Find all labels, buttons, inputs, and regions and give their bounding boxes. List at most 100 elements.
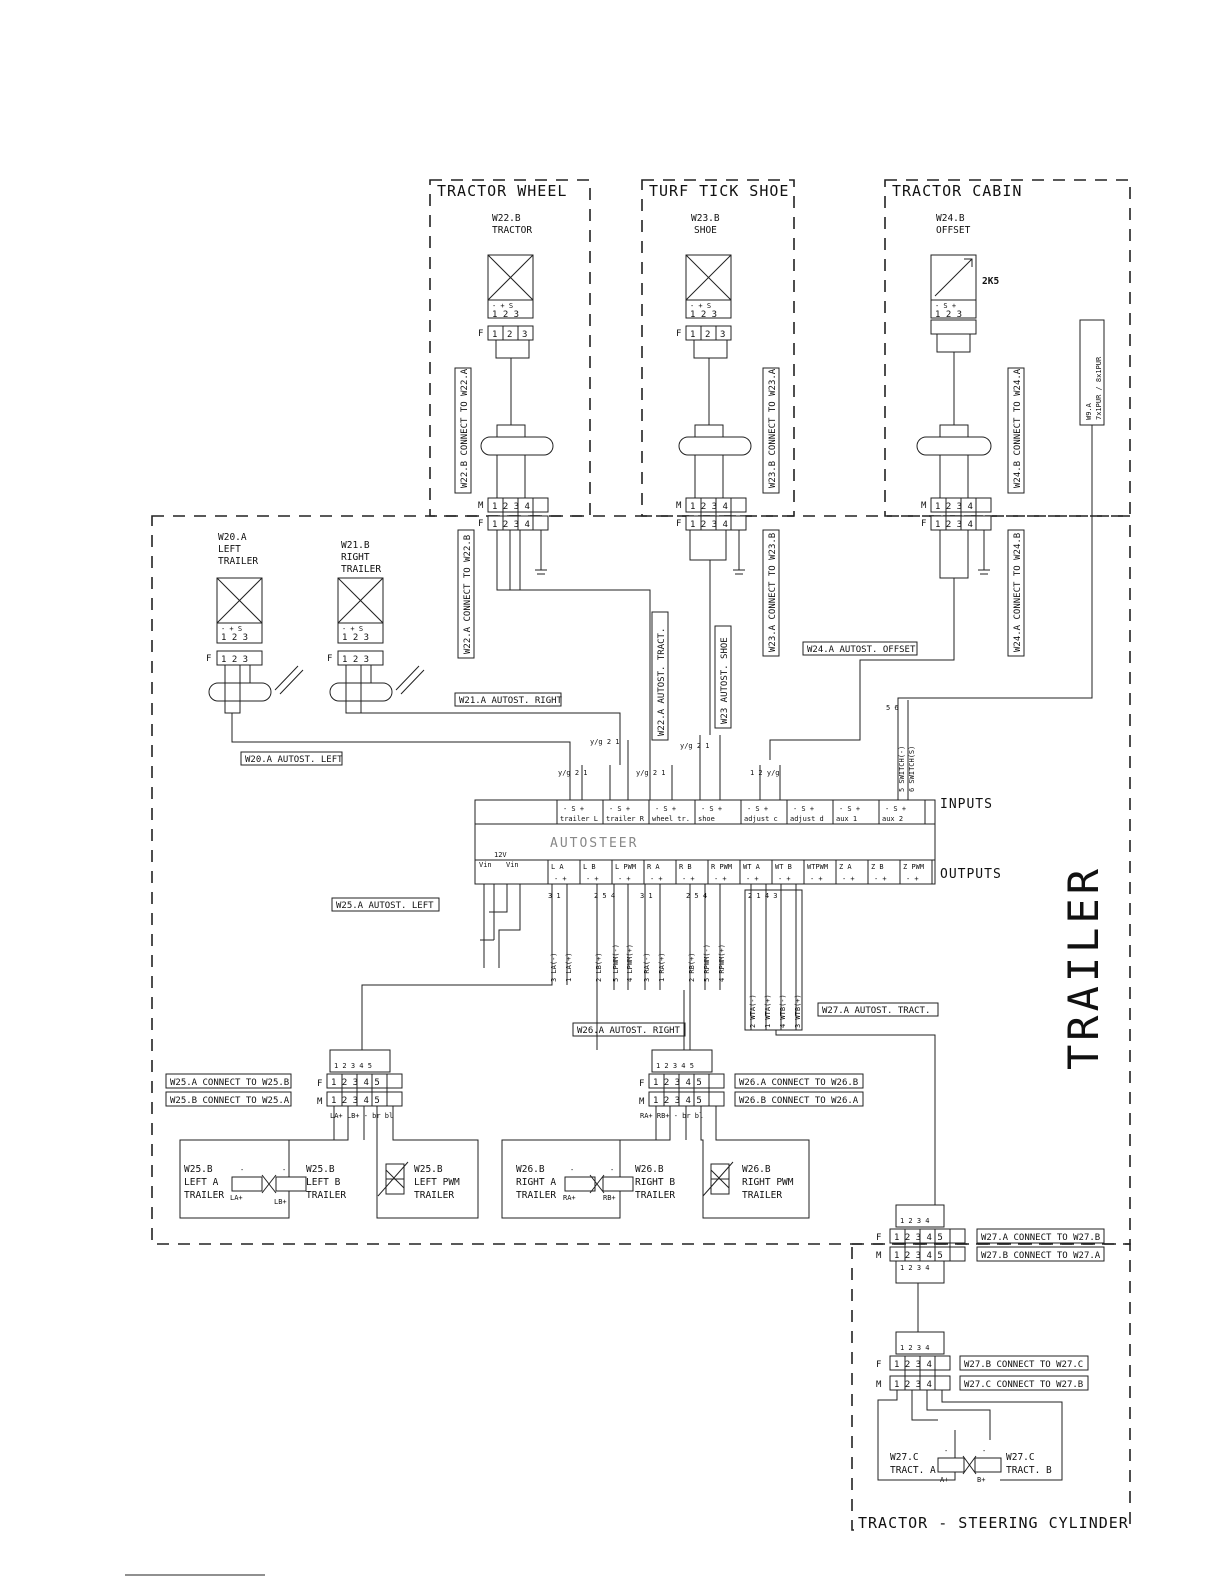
svg-text:1 2 3 4 5: 1 2 3 4 5 <box>894 1251 943 1261</box>
svg-text:2 5 4: 2 5 4 <box>686 892 707 900</box>
label-w26b-w26a: W26.B CONNECT TO W26.A <box>739 1096 859 1106</box>
input-pin-signs: - S + <box>747 805 768 813</box>
zone-tractor-cabin <box>884 179 1131 517</box>
svg-text:y/g 2 1: y/g 2 1 <box>636 769 666 777</box>
sensor-id: W22.B <box>492 213 521 224</box>
sensor-name: SHOE <box>694 225 717 236</box>
output-group-label: L B <box>583 863 596 871</box>
svg-text:1 2 3: 1 2 3 <box>221 655 248 665</box>
output-group-label: R B <box>679 863 692 871</box>
valve-w25b-pwm-id: W25.B <box>414 1164 443 1175</box>
sensor-line2: TRAILER <box>341 564 381 575</box>
svg-text:A+: A+ <box>940 1476 948 1484</box>
svg-text:1 2 3 4: 1 2 3 4 <box>894 1380 932 1390</box>
valve-w25b-a-line2: TRAILER <box>184 1190 224 1201</box>
svg-text:1 2 3: 1 2 3 <box>342 633 369 643</box>
output-group-cell <box>899 859 933 885</box>
output-group-label: WTPWM <box>807 863 828 871</box>
input-pin-signs: - S + <box>839 805 860 813</box>
label-w27c-w27b: W27.C CONNECT TO W27.B <box>964 1380 1083 1390</box>
output-group-cell <box>803 859 837 885</box>
output-group-cell <box>643 859 677 885</box>
input-pin-signs: - S + <box>655 805 676 813</box>
svg-text:1 2 3 4 5: 1 2 3 4 5 <box>331 1078 380 1088</box>
svg-text:3 1: 3 1 <box>640 892 653 900</box>
label-w25a-w25b: W25.A CONNECT TO W25.B <box>170 1078 289 1088</box>
svg-text:-: - <box>610 1166 614 1174</box>
input-group-label: wheel tr. <box>652 815 690 823</box>
wire-la-plus: 1 LA(+) <box>565 952 573 982</box>
input-group-cell <box>556 799 604 825</box>
svg-text:F: F <box>639 1079 644 1089</box>
wire-wta-plus: 1 WTA(+) <box>764 994 772 1028</box>
svg-text:1 2 3 4 5: 1 2 3 4 5 <box>894 1233 943 1243</box>
connector-w27ab: 1 2 3 4 FM 1 2 3 4 51 2 3 4 5 1 2 3 4 W2… <box>876 1204 1105 1332</box>
svg-text:1 2 3 4 5: 1 2 3 4 5 <box>653 1096 702 1106</box>
valve-w26b-a-line1: RIGHT A <box>516 1177 556 1188</box>
svg-text:LA+ LB+ - br bl: LA+ LB+ - br bl <box>330 1112 393 1120</box>
svg-text:1 2 3 4: 1 2 3 4 <box>900 1344 930 1352</box>
svg-text:F: F <box>206 654 211 664</box>
svg-text:RB+: RB+ <box>603 1194 616 1202</box>
connector-w26: 1 2 3 4 5 FM 1 2 3 4 51 2 3 4 5 RA+ RB+ … <box>501 1049 864 1219</box>
valve-w27c-a-line1: TRACT. A <box>890 1465 936 1476</box>
output-group-label: R A <box>647 863 660 871</box>
output-pin-signs: - + <box>682 875 695 883</box>
svg-text:1 2 3 4 5: 1 2 3 4 5 <box>656 1062 694 1070</box>
junction-w23: MF 1 2 3 41 2 3 4 <box>676 497 747 735</box>
svg-text:F: F <box>327 654 332 664</box>
label-w26a-right: W26.A AUTOST. RIGHT <box>577 1026 681 1036</box>
output-pin-signs: - + <box>906 875 919 883</box>
label-w27b-w27a: W27.B CONNECT TO W27.A <box>981 1251 1101 1261</box>
svg-text:M: M <box>876 1380 882 1390</box>
svg-text:y/g 2 1: y/g 2 1 <box>680 742 710 750</box>
svg-text:F: F <box>921 519 926 529</box>
svg-text:- + S: - + S <box>492 302 513 310</box>
svg-text:5 6: 5 6 <box>886 704 899 712</box>
connector-w27bc: 1 2 3 4 FM 1 2 3 41 2 3 4 W27.B CONNECT … <box>876 1331 1089 1481</box>
label-w27a-w27b: W27.A CONNECT TO W27.B <box>981 1233 1100 1243</box>
valve-w25b-b-line1: LEFT B <box>306 1177 341 1188</box>
valve-group-w25: -- LA+LB+ W25.B LEFT A TRAILER W25.B LEF… <box>184 1161 460 1206</box>
svg-text:1 2 3 4: 1 2 3 4 <box>935 502 973 512</box>
valve-w26b-a-line2: TRAILER <box>516 1190 556 1201</box>
wire-rpwm-minus: 5 RPWM(-) <box>703 944 711 982</box>
valve-w25b-a-id: W25.B <box>184 1164 213 1175</box>
valve-w25b-pwm-line1: LEFT PWM <box>414 1177 460 1188</box>
svg-text:1: 1 <box>690 330 695 340</box>
svg-text:- + S: - + S <box>221 625 242 633</box>
svg-text:2 5 4: 2 5 4 <box>594 892 615 900</box>
svg-text:1 2 3 4: 1 2 3 4 <box>900 1217 930 1225</box>
input-group-label: aux 2 <box>882 815 903 823</box>
svg-text:- + S: - + S <box>690 302 711 310</box>
svg-text:- S +: - S + <box>935 302 956 310</box>
input-group-label: adjust c <box>744 815 778 823</box>
label-w23b-w23a: W23.B CONNECT TO W23.A <box>768 368 778 488</box>
wire-ra-minus: 3 RA(-) <box>643 952 651 982</box>
sensor-w20a: W20.A LEFT TRAILER - + S1 2 3 F 1 2 3 <box>206 532 571 765</box>
svg-text:- + S: - + S <box>342 625 363 633</box>
output-pin-signs: - + <box>842 875 855 883</box>
label-w27b-w27c: W27.B CONNECT TO W27.C <box>964 1360 1083 1370</box>
svg-text:1 2 3 4: 1 2 3 4 <box>690 520 728 530</box>
label-w25a-left: W25.A AUTOST. LEFT <box>336 901 434 911</box>
input-pin-signs: - S + <box>793 805 814 813</box>
zone-turf-tick-shoe <box>641 179 795 517</box>
input-group-label: aux 1 <box>836 815 857 823</box>
output-group-cell <box>579 859 613 885</box>
output-pin-signs: - + <box>810 875 823 883</box>
cable-w9a: W9.A 7x1PUR / 8x1PUR <box>897 319 1105 800</box>
wire-la-minus: 3 LA(-) <box>550 952 558 982</box>
wire-lpwm-minus: 5 LPWM(-) <box>612 944 620 982</box>
input-group-cell <box>694 799 742 825</box>
valve-w25b-pwm-line2: TRAILER <box>414 1190 454 1201</box>
sensor-id: W24.B <box>936 213 965 224</box>
valve-w27c-a-id: W27.C <box>890 1452 919 1463</box>
sensor-id: W21.B <box>341 540 370 551</box>
label-w25b-w25a: W25.B CONNECT TO W25.A <box>170 1096 290 1106</box>
svg-text:F: F <box>876 1360 881 1370</box>
output-pin-signs: - + <box>554 875 567 883</box>
